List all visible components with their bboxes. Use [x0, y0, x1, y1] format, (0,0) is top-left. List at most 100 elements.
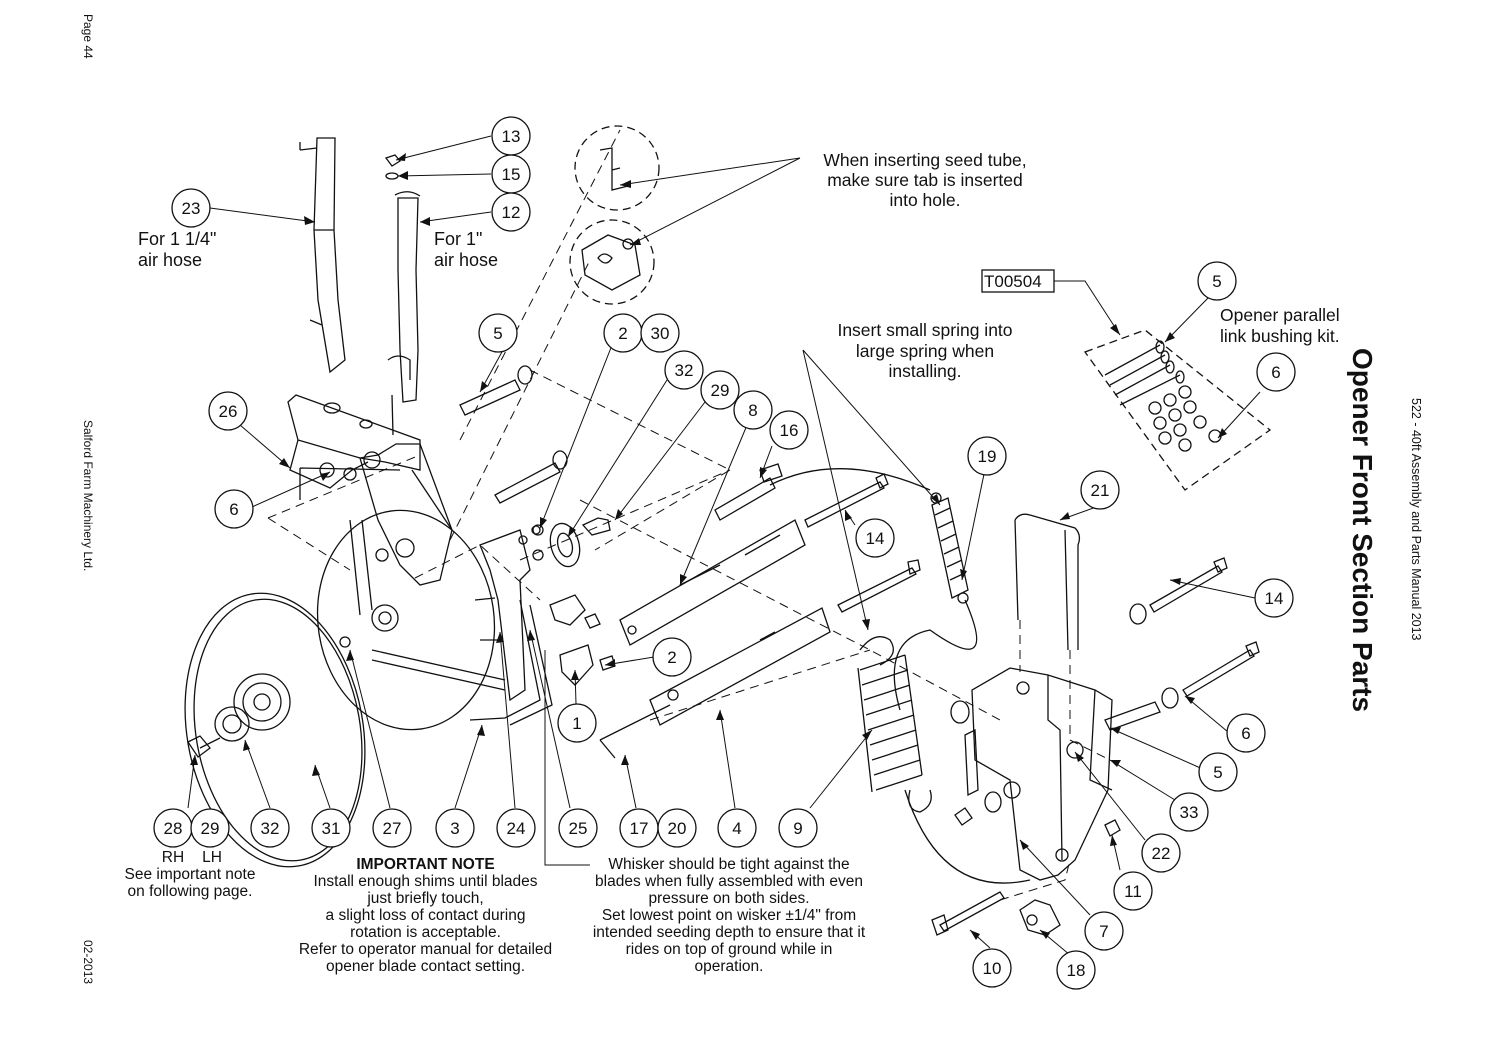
- svg-text:19: 19: [978, 447, 997, 466]
- opener-blade: [184, 592, 366, 868]
- nut-18: [1019, 899, 1061, 936]
- callout-12: [491, 192, 531, 232]
- hub-side-rh: RH: [161, 849, 185, 866]
- callout-7: [1084, 911, 1124, 951]
- callout-9: [778, 808, 818, 848]
- important-note: IMPORTANT NOTE Install enough shims unti…: [278, 856, 573, 975]
- callout-14: [855, 518, 895, 558]
- callout-6: [1256, 352, 1296, 392]
- spring-note-line3: installing.: [888, 361, 962, 381]
- nut-small: [384, 154, 401, 167]
- whisker-note-line3: pressure on both sides.: [648, 890, 810, 907]
- svg-text:6: 6: [1271, 363, 1280, 382]
- whisker-note-line4: Set lowest point on wisker ±1/4" from: [601, 907, 857, 924]
- svg-text:9: 9: [793, 819, 802, 838]
- whisker-note-line5: intended seeding depth to ensure that it: [592, 924, 866, 941]
- seed-tube-note-line1: When inserting seed tube,: [823, 150, 1027, 170]
- pin-16: [714, 463, 783, 521]
- svg-text:13: 13: [502, 127, 521, 146]
- bolt-14a: [804, 473, 889, 528]
- whisker-note-line2: blades when fully assembled with even: [595, 873, 863, 890]
- important-note-line2: just briefly touch,: [367, 890, 484, 907]
- callout-bubbles: [153, 116, 1296, 990]
- hub-note-line1: See important note: [124, 866, 256, 883]
- callout-3: [435, 808, 475, 848]
- arrowheads: [190, 153, 1227, 940]
- large-spring: [857, 636, 932, 813]
- kit-part-number: T00504: [984, 272, 1042, 291]
- svg-text:10: 10: [983, 959, 1002, 978]
- kit-part-box: [981, 269, 1055, 293]
- callout-26: [208, 391, 248, 431]
- svg-text:14: 14: [866, 529, 885, 548]
- svg-text:3: 3: [450, 819, 459, 838]
- svg-text:29: 29: [711, 381, 730, 400]
- hose-large-line1: For 1 1/4": [138, 229, 217, 249]
- seed-tube-note-line3: into hole.: [889, 190, 961, 210]
- bushing-5-right: [1104, 701, 1161, 731]
- spring-note: Insert small spring into large spring wh…: [810, 320, 1040, 382]
- lower-link: [649, 607, 831, 726]
- washer-small: [385, 172, 399, 180]
- callout-1: [557, 703, 597, 743]
- svg-text:20: 20: [668, 819, 687, 838]
- svg-text:14: 14: [1265, 589, 1284, 608]
- callout-23: [171, 188, 211, 228]
- spacer-1: [549, 594, 586, 626]
- seed-tube-large: [299, 137, 346, 374]
- leader-lines: [187, 135, 1261, 956]
- svg-text:5: 5: [493, 324, 502, 343]
- small-spring: [930, 492, 969, 604]
- callout-18: [1056, 950, 1096, 990]
- callout-25: [558, 808, 598, 848]
- seed-tube-small: [387, 191, 421, 436]
- mount-bracket: [287, 394, 453, 586]
- detail-circle-lower: [569, 219, 655, 305]
- pin-17: [599, 704, 671, 759]
- svg-text:26: 26: [219, 402, 238, 421]
- svg-text:11: 11: [1124, 882, 1142, 901]
- callout-33: [1169, 792, 1209, 832]
- svg-text:23: 23: [182, 199, 201, 218]
- callout-31: [311, 808, 351, 848]
- callout-numbers: 13 15 12 23 5 2 30 32 29 8 16 26 6 19 21…: [164, 127, 1284, 980]
- bushing-5: [459, 379, 521, 416]
- bearing-washer: [532, 517, 611, 568]
- kit-label-line2: link bushing kit.: [1220, 325, 1340, 346]
- svg-text:27: 27: [383, 819, 402, 838]
- kit-dashed-box: [1083, 329, 1272, 491]
- svg-text:8: 8: [748, 401, 757, 420]
- spring-wire: [769, 468, 1031, 884]
- bolt-14c: [1149, 557, 1228, 613]
- svg-text:28: 28: [164, 819, 183, 838]
- svg-text:15: 15: [502, 165, 521, 184]
- svg-text:7: 7: [1099, 922, 1108, 941]
- seed-tube-note-line2: make sure tab is inserted: [827, 170, 1023, 190]
- whisker-note-line6: rides on top of ground while in: [625, 941, 833, 958]
- callout-5: [1198, 752, 1238, 792]
- assembly-lines: [267, 129, 1111, 901]
- bolt-14b: [837, 559, 921, 613]
- kit-parts: [1104, 340, 1222, 452]
- svg-text:12: 12: [502, 203, 521, 222]
- svg-text:1: 1: [572, 714, 581, 733]
- seed-tube-note: When inserting seed tube, make sure tab …: [800, 150, 1050, 210]
- bushing-spacer: [494, 462, 561, 504]
- svg-text:30: 30: [651, 324, 670, 343]
- svg-text:5: 5: [1212, 272, 1221, 291]
- callout-11: [1113, 871, 1153, 911]
- bolt-6: [1182, 641, 1260, 697]
- svg-text:25: 25: [569, 819, 588, 838]
- callout-30: [640, 313, 680, 353]
- callout-22: [1141, 833, 1181, 873]
- svg-text:24: 24: [507, 819, 526, 838]
- spring-note-line1: Insert small spring into: [837, 320, 1013, 340]
- callout-10: [972, 948, 1012, 988]
- callout-27: [372, 808, 412, 848]
- hub-note-line2: on following page.: [127, 883, 253, 900]
- callout-21: [1080, 470, 1120, 510]
- bolt-10: [931, 891, 1005, 936]
- svg-text:6: 6: [1241, 724, 1250, 743]
- important-note-line6: opener blade contact setting.: [325, 958, 526, 975]
